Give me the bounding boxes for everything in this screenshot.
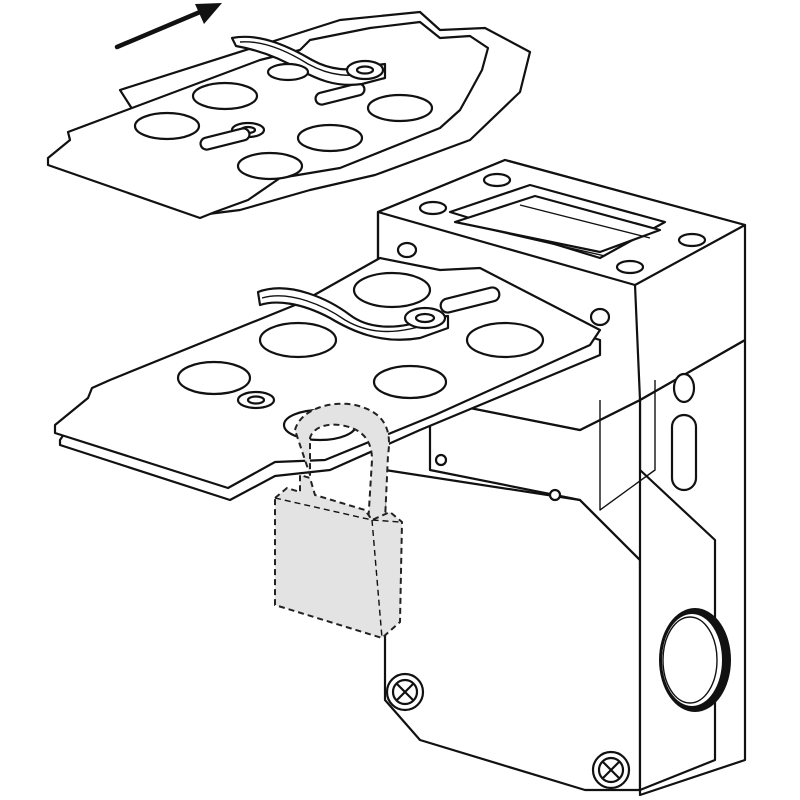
hasp-removed (46, 10, 532, 220)
hasp-installed (53, 256, 602, 502)
screw-icon (385, 672, 425, 712)
screw-icon (591, 750, 631, 790)
switch-body (376, 158, 747, 797)
conduit-entry (659, 608, 731, 712)
padlock-icon (274, 402, 403, 639)
hasp-latch-lower (256, 287, 450, 341)
arrow-icon (114, 3, 222, 50)
hasp-plate-lower (53, 256, 602, 490)
